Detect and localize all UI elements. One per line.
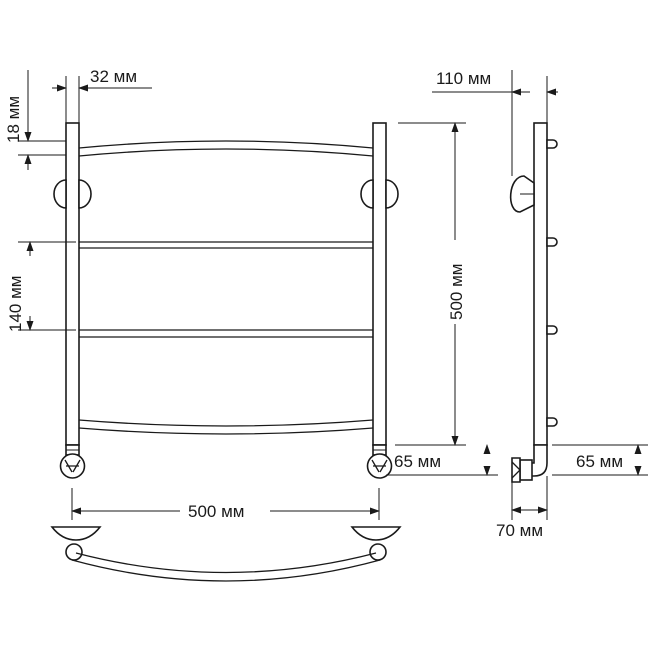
dim-connection-depth-label: 70 мм [496,521,543,540]
dim-total-height-label: 500 мм [447,264,466,320]
side-view [509,122,558,483]
right-wall-mount [360,179,399,209]
right-vertical-pipe [372,122,387,446]
dim-rung-spacing-label: 140 мм [6,276,25,332]
dim-pipe-width-label: 32 мм [90,67,137,86]
side-view-pipe [533,122,548,446]
dim-wall-distance: 110 мм [432,69,558,176]
dim-total-width: 500 мм [71,488,380,521]
dim-wall-distance-label: 110 мм [436,69,491,88]
dim-rung-spacing: 140 мм [6,241,76,332]
rung-3 [79,329,373,338]
dim-connection-depth: 70 мм [496,476,548,540]
right-connection-fitting [366,444,393,479]
dim-top-offset-label: 18 мм [4,96,23,143]
top-view-left-nut [65,543,83,561]
dim-connection-height-front-label: 65 мм [394,452,441,471]
top-view-outer-arc [71,559,381,582]
dim-pipe-width: 32 мм [52,67,152,123]
side-rung-stub-1 [546,139,558,149]
side-rung-stub-4 [546,417,558,427]
top-view-left-flange [50,526,102,541]
dim-connection-height-front: 65 мм [386,444,498,476]
top-view-inner-arc [75,552,377,574]
dim-top-offset: 18 мм [4,70,66,170]
top-rung [78,140,374,157]
top-view-right-nut [369,543,387,561]
top-view-right-flange [350,526,402,541]
bottom-rung [78,419,374,435]
front-view [53,122,399,479]
left-wall-mount [53,179,92,209]
left-connection-fitting [59,444,86,479]
dim-total-height: 500 мм [395,122,466,446]
left-vertical-pipe [65,122,80,446]
side-wall-mount [509,175,535,213]
dim-connection-height-side: 65 мм [552,444,648,476]
side-rung-stub-3 [546,325,558,335]
side-connection-elbow [511,444,548,483]
rung-2 [79,241,373,249]
side-rung-stub-2 [546,237,558,247]
dim-total-width-label: 500 мм [188,502,244,521]
dim-connection-height-side-label: 65 мм [576,452,623,471]
top-view [50,526,402,582]
